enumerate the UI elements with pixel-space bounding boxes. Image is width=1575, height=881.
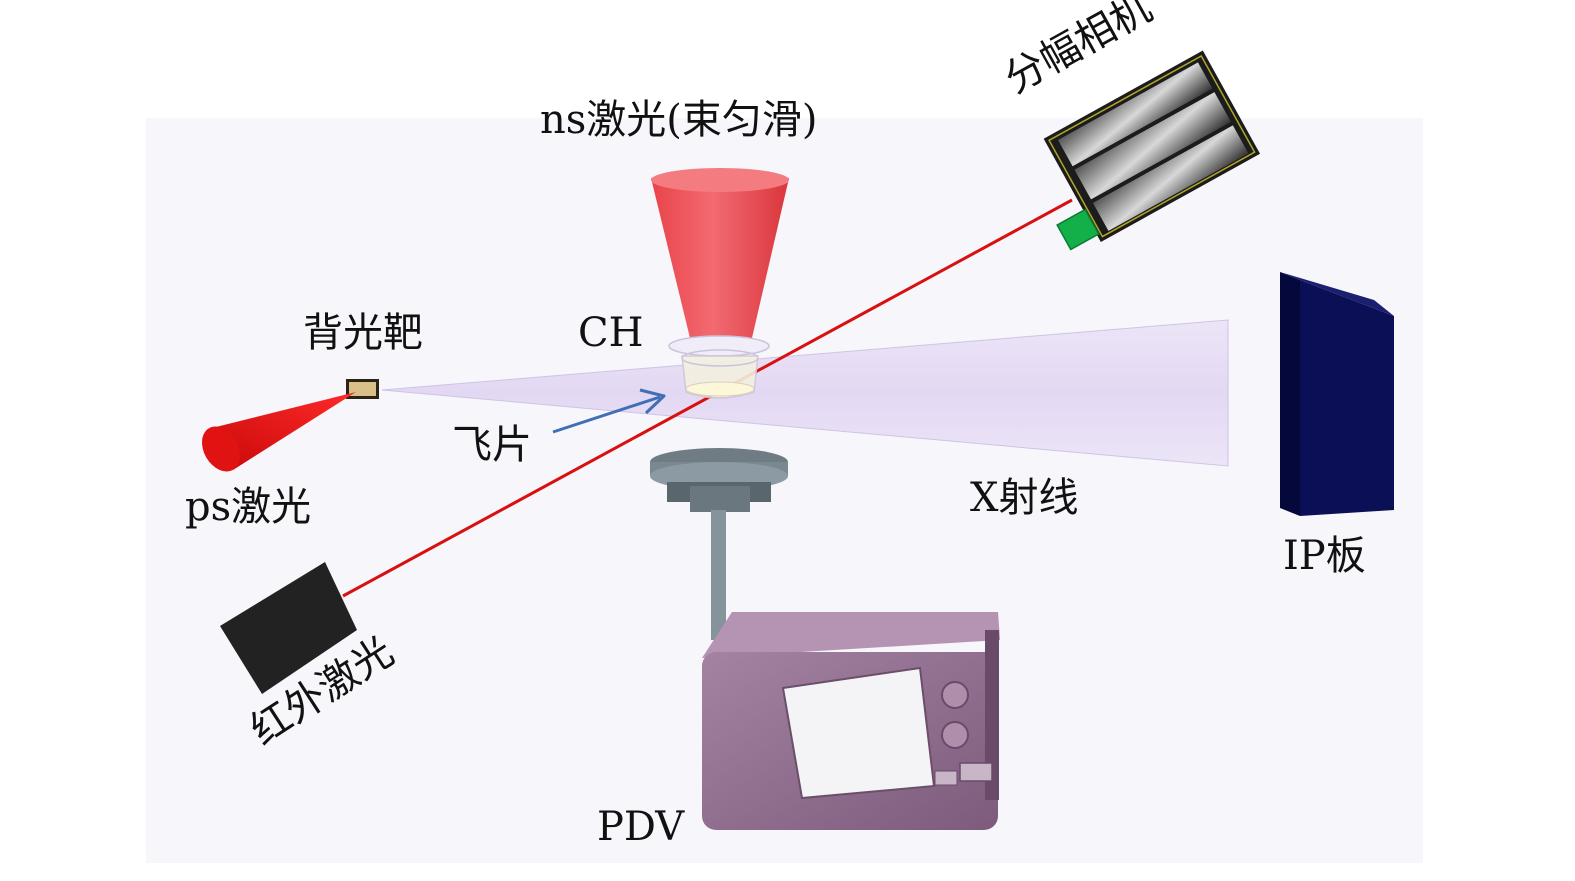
pdv-knob-1 [941,681,969,709]
pdv-probe-stage [650,448,788,640]
pdv-knob-2 [941,721,969,749]
pdv-port [934,770,958,786]
framing-camera [1043,50,1261,251]
label-ns-laser: ns激光(束匀滑) [540,97,818,143]
label-pdv: PDV [597,804,685,850]
ir-laser-box [220,562,357,694]
ps-laser-cone [202,392,356,472]
pdv-screen [781,666,936,800]
ns-laser-cone [651,168,789,338]
pdv-button [959,762,993,782]
xray-cone [381,319,1229,467]
label-ps-laser: ps激光 [185,484,312,530]
ch-target [668,335,770,399]
label-flyer: 飞片 [452,422,532,468]
ip-plate [1280,272,1394,516]
label-ch: CH [578,310,644,356]
camera-lens [1056,208,1100,251]
flyer-arrow [552,388,666,434]
pdv-instrument [702,612,1000,830]
label-backlight-target: 背光靶 [303,310,423,356]
backlight-target-face [349,382,376,396]
label-ip-plate: IP板 [1283,533,1366,579]
label-xray: X射线 [970,475,1079,521]
